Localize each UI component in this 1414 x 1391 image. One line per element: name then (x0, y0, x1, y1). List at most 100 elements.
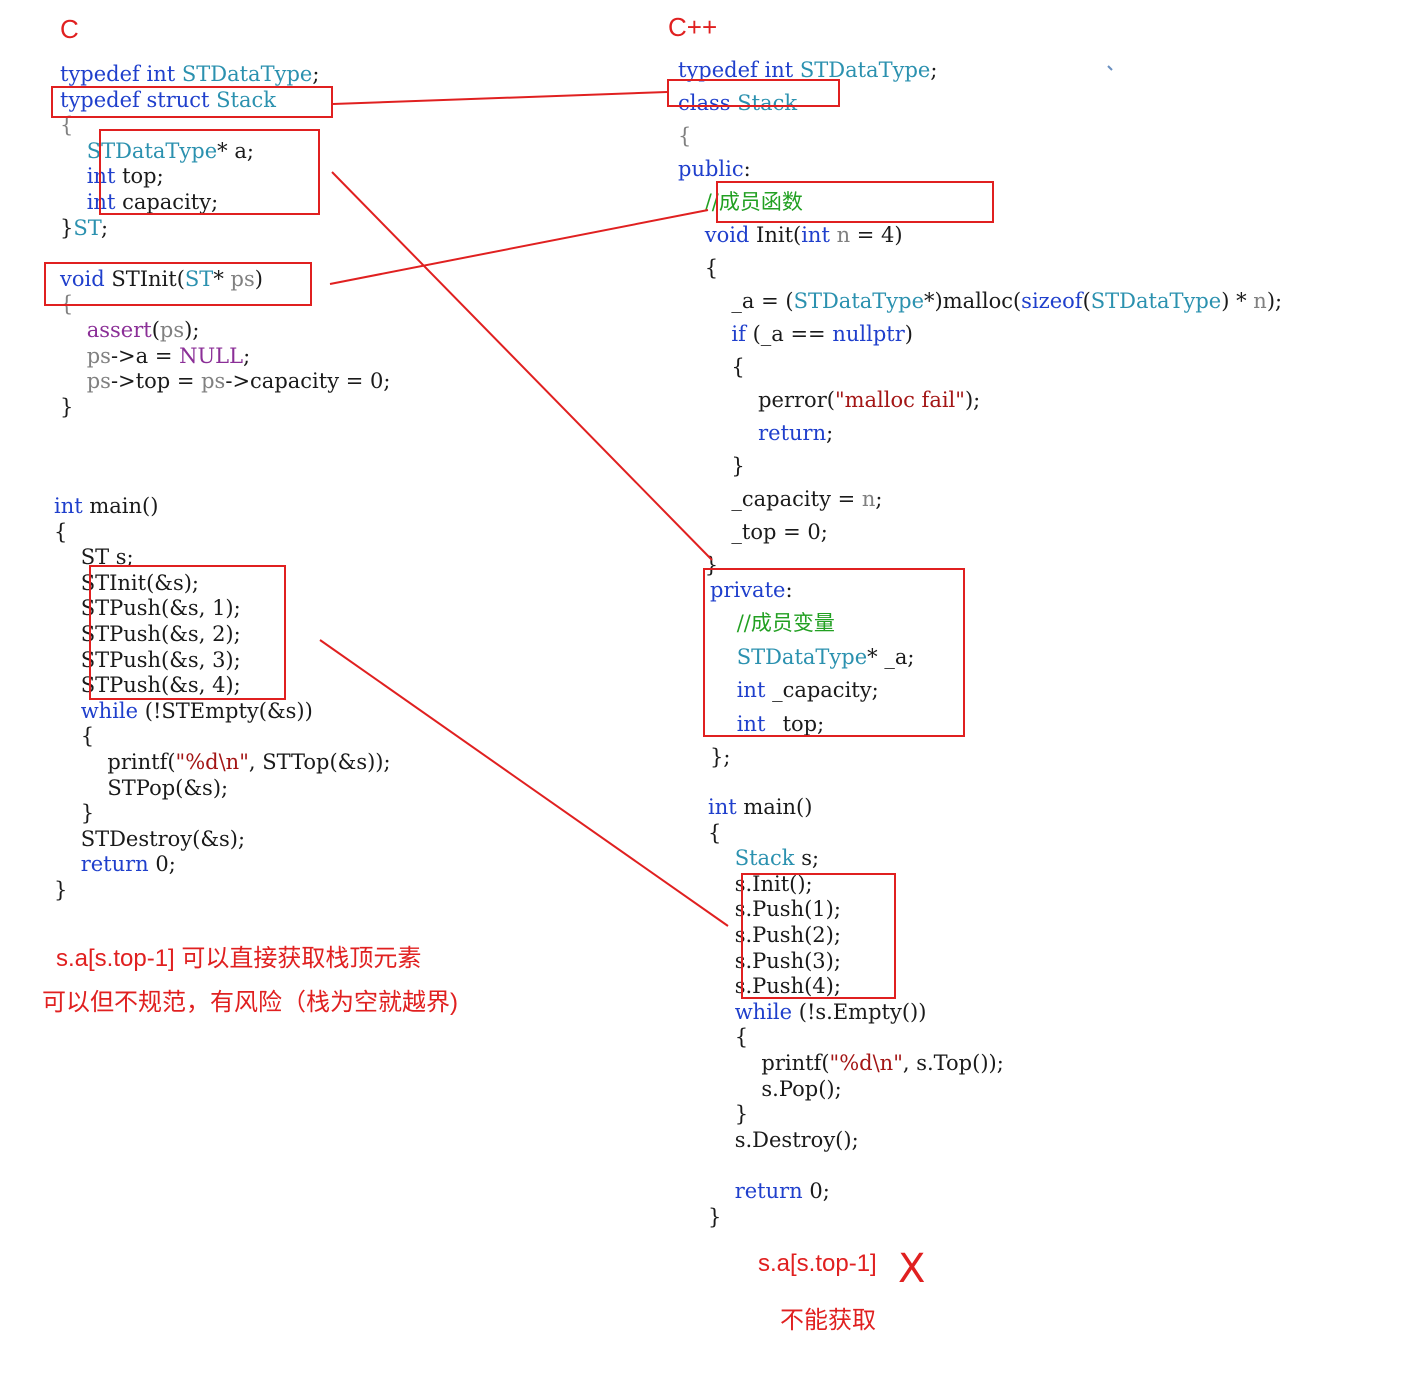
code-token: } (678, 553, 719, 577)
code-line: int _capacity; (710, 674, 914, 707)
code-line: { (678, 351, 1282, 384)
code-token: s.Init(); (708, 871, 813, 896)
code-line: }ST; (60, 216, 390, 242)
code-token: , s.Top()); (902, 1050, 1004, 1075)
code-token: STPush(&s, 2); (54, 621, 241, 646)
code-token: "%d\n" (175, 749, 249, 774)
box-c-members (99, 129, 320, 215)
code-token: n (861, 487, 876, 511)
code-token: n (836, 223, 851, 247)
code-token: Stack (216, 87, 276, 112)
code-token: printf( (54, 749, 176, 774)
code-token: return (80, 852, 156, 877)
code-line: } (678, 450, 1282, 483)
code-line: //成员变量 (710, 607, 914, 640)
cpp-main-code: int main(){ Stack s; s.Init(); s.Push(1)… (708, 795, 1004, 1230)
code-token: int (736, 678, 773, 703)
code-line: perror("malloc fail"); (678, 384, 1282, 417)
code-line: _a = (STDataType*)malloc(sizeof(STDataTy… (678, 285, 1282, 318)
code-line: return; (678, 417, 1282, 450)
code-token: { (708, 820, 722, 845)
code-token: * a; (217, 138, 254, 163)
code-line: private: (710, 574, 914, 607)
code-token: s.Push(3); (708, 948, 841, 973)
code-token: int (736, 711, 773, 736)
code-token: int (764, 58, 800, 82)
code-line: { (54, 724, 391, 750)
code-token: n (1253, 289, 1267, 313)
code-token: if (731, 322, 753, 346)
code-line: { (678, 252, 1282, 285)
code-line: while (!s.Empty()) (708, 1000, 1004, 1026)
code-token: : (743, 157, 751, 181)
code-token: STInit( (111, 266, 185, 291)
code-token: ); (964, 388, 981, 412)
c-main-code: int main(){ ST s; STInit(&s); STPush(&s,… (54, 494, 391, 904)
code-line: STPush(&s, 1); (54, 596, 391, 622)
tick-mark (1107, 65, 1113, 71)
c-struct-code: typedef int STDataType;typedef struct St… (60, 62, 390, 420)
code-token: STPush(&s, 3); (54, 647, 241, 672)
code-token: 0; (155, 852, 176, 877)
code-token: { (708, 1025, 749, 1050)
code-token: , STTop(&s)); (248, 749, 391, 774)
code-token: class (678, 91, 738, 115)
code-token: int (54, 494, 90, 518)
cpp-class-code: typedef int STDataType;class Stack{publi… (678, 54, 1282, 582)
box-cpp-private (703, 568, 965, 737)
code-line: int _top; (710, 708, 914, 741)
code-token: s.Push(4); (708, 974, 841, 999)
code-token: ; (930, 58, 938, 82)
code-token: printf( (708, 1050, 830, 1075)
connector-struct-class (332, 91, 668, 105)
code-token: (_a == (752, 322, 833, 346)
code-token: private (710, 578, 786, 602)
code-token: assert (86, 317, 152, 342)
code-line: s.Push(4); (708, 974, 1004, 1000)
code-token: { (54, 724, 95, 749)
code-line: public: (678, 153, 1282, 186)
code-token: ->top = (110, 369, 202, 394)
code-token: ) (254, 266, 263, 291)
code-line: { (678, 120, 1282, 153)
code-token: NULL (179, 343, 244, 368)
code-token: } (54, 801, 95, 826)
code-token: int (86, 189, 123, 214)
code-line: { (54, 520, 391, 546)
code-token: } (678, 454, 745, 478)
code-line: int top; (60, 164, 390, 190)
code-token: main() (743, 795, 813, 819)
code-token: typedef (60, 62, 147, 86)
code-token: ps (159, 317, 185, 342)
code-token: STDestroy(&s); (54, 826, 246, 851)
code-token: ps (201, 369, 226, 394)
code-line: return 0; (708, 1179, 1004, 1205)
code-line: typedef struct Stack (60, 88, 390, 114)
code-line: void STInit(ST* ps) (60, 267, 390, 293)
code-token: ps (230, 266, 255, 291)
code-token: (!s.Empty()) (798, 999, 927, 1024)
code-line: class Stack (678, 87, 1282, 120)
code-token: s.Pop(); (708, 1076, 842, 1101)
code-line: int main() (54, 494, 391, 520)
code-line: } (678, 549, 1282, 582)
code-token: _capacity; (772, 678, 879, 703)
code-token: _capacity = (678, 487, 862, 511)
code-token: s; (801, 846, 820, 871)
code-token: 0; (809, 1178, 830, 1203)
code-token: Stack (737, 91, 798, 115)
code-token: capacity; (122, 189, 219, 214)
code-token: STInit(&s); (54, 570, 200, 595)
code-token: STPush(&s, 4); (54, 673, 241, 698)
code-token: ; (875, 487, 883, 511)
code-line: ps->a = NULL; (60, 344, 390, 370)
code-token: s.Push(1); (708, 897, 841, 922)
code-token: ; (826, 421, 834, 445)
code-line: } (60, 395, 390, 421)
code-token: { (678, 256, 719, 280)
code-token: int (801, 223, 837, 247)
code-token: _top; (772, 711, 825, 736)
code-line: int main() (708, 795, 1004, 821)
code-token: * (213, 266, 231, 291)
